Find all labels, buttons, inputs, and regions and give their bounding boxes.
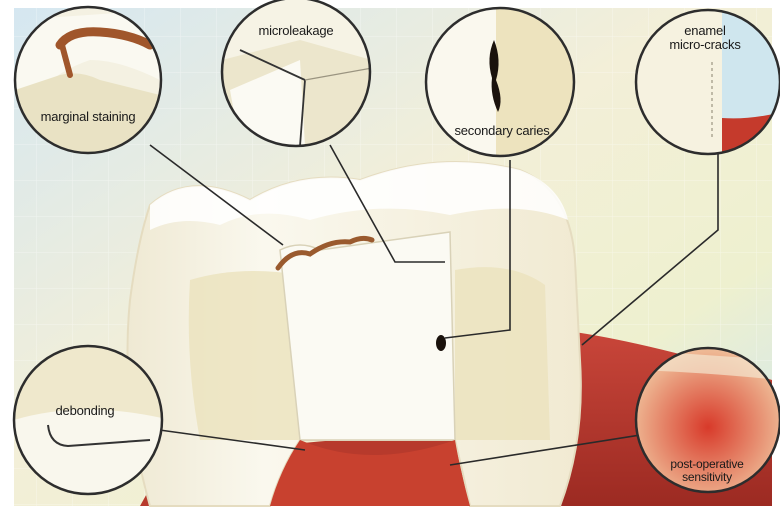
label-enamel-micro-cracks: enamel micro-cracks <box>650 24 760 51</box>
label-marginal-staining: marginal staining <box>20 110 156 124</box>
restoration-filling <box>280 232 455 440</box>
label-post-line2: sensitivity <box>652 471 762 484</box>
callout-microleakage <box>222 0 372 146</box>
label-debonding: debonding <box>30 404 140 418</box>
label-post-line1: post-operative <box>652 458 762 471</box>
caries-spot <box>436 335 446 351</box>
label-microleakage: microleakage <box>238 24 354 38</box>
label-enamel-line1: enamel <box>650 24 760 38</box>
label-enamel-line2: micro-cracks <box>650 38 760 52</box>
label-secondary-caries: secondary caries <box>436 124 568 138</box>
label-post-operative-sensitivity: post-operative sensitivity <box>652 458 762 483</box>
